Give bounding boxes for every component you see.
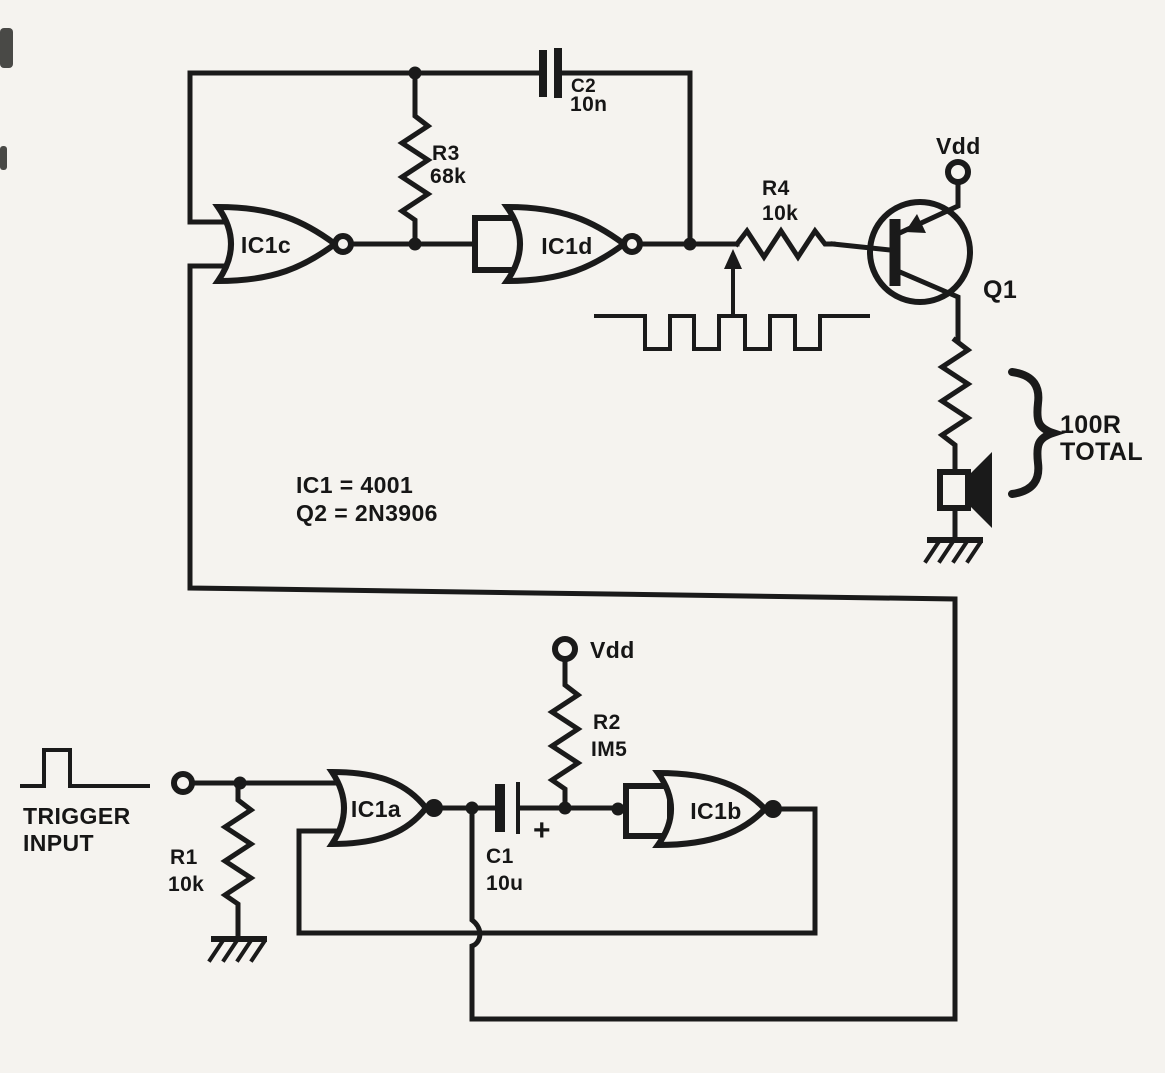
resistor-r4: R4 10k <box>733 177 836 262</box>
note-line1: IC1 = 4001 <box>296 472 413 498</box>
capacitor-c2: C2 10n <box>539 48 693 247</box>
label-gate-ic1d: IC1d <box>541 233 592 259</box>
vdd-terminal-bottom: Vdd <box>552 636 635 663</box>
scan-artifact <box>0 28 13 68</box>
squarewave-annotation <box>594 249 870 351</box>
label-100r: 100R <box>1060 411 1121 439</box>
label-c2-value: 10n <box>570 93 607 116</box>
label-r1-ref: R1 <box>170 846 198 869</box>
junction-dot <box>408 66 422 80</box>
tied-input-block <box>623 783 673 839</box>
label-input: INPUT <box>23 830 94 856</box>
resistor-zigzag <box>220 780 256 941</box>
label-trigger: TRIGGER <box>23 803 131 829</box>
label-r2-ref: R2 <box>593 711 621 734</box>
nor-gate-ic1b: IC1b <box>623 769 782 849</box>
resistor-r1: R1 10k <box>168 780 256 941</box>
junction-dot <box>683 237 697 251</box>
wire-base <box>830 241 893 253</box>
terminal-circle-icon <box>552 636 578 662</box>
nor-gate-ic1d: IC1d <box>472 203 643 285</box>
ground-symbol-icon <box>207 936 267 963</box>
label-c1-plus: + <box>533 814 551 847</box>
ground-hatch <box>207 939 267 963</box>
label-gate-ic1b: IC1b <box>690 798 741 824</box>
speaker-icon <box>937 452 992 542</box>
label-r1-value: 10k <box>168 873 204 896</box>
label-r2-value: IM5 <box>591 738 627 761</box>
resistor-r2: R2 IM5 <box>547 656 627 811</box>
terminal-circle-icon <box>945 159 971 185</box>
label-r4-value: 10k <box>762 202 798 225</box>
nor-gate-ic1a: IC1a <box>326 768 443 848</box>
wire-collector <box>889 265 961 343</box>
inverter-bubble-icon <box>425 799 443 817</box>
trigger-input-annotation: TRIGGER INPUT <box>20 748 150 856</box>
label-q1: Q1 <box>983 276 1017 304</box>
label-r3-value: 68k <box>430 165 466 188</box>
junction-dot <box>408 237 422 251</box>
resistor-r3: R3 68k <box>397 70 466 247</box>
ground-symbol-icon <box>923 537 983 564</box>
capacitor-c1: + C1 10u <box>486 782 551 895</box>
note-line2: Q2 = 2N3906 <box>296 500 438 526</box>
gate-body <box>212 203 341 285</box>
label-total: TOTAL <box>1060 438 1143 466</box>
label-r4-ref: R4 <box>762 177 790 200</box>
arrow-up-icon <box>724 249 742 269</box>
inverter-bubble-icon <box>764 800 782 818</box>
transistor-body <box>867 199 973 305</box>
total-resistance-note: 100R TOTAL <box>1008 368 1143 498</box>
trigger-terminal-icon <box>171 771 195 795</box>
speaker-frame <box>937 469 971 511</box>
gate-body <box>652 769 770 849</box>
label-c1-ref: C1 <box>486 845 514 868</box>
gate-body <box>501 203 630 285</box>
label-gate-ic1a: IC1a <box>351 796 401 822</box>
pnp-arrow-icon <box>905 214 926 233</box>
wire-top-feedback-rail <box>187 70 541 224</box>
label-c2-ref: C2 <box>571 76 596 97</box>
wire-latch-feedback <box>296 806 818 936</box>
nor-gate-ic1c: IC1c <box>212 203 354 285</box>
ground-hatch <box>923 540 983 564</box>
square-wave-burst-icon <box>594 314 870 351</box>
speaker-cone <box>968 452 992 528</box>
wire-c2-to-ic1d-output <box>558 70 693 247</box>
trigger-pulse-icon <box>20 748 150 788</box>
label-gate-ic1c: IC1c <box>241 232 291 258</box>
label-vdd-bottom: Vdd <box>590 637 635 663</box>
label-c1-value: 10u <box>486 872 523 895</box>
scan-artifact <box>0 146 7 170</box>
wire-gating-loop <box>187 263 958 1022</box>
resistor-zigzag <box>937 336 973 475</box>
resistor-zigzag <box>547 656 583 811</box>
resistor-zigzag <box>397 70 433 247</box>
resistor-zigzag <box>733 226 836 262</box>
wire-emitter <box>889 180 961 240</box>
parts-note: IC1 = 4001 Q2 = 2N3906 <box>296 472 438 526</box>
brace-icon <box>1008 368 1066 498</box>
label-r3-ref: R3 <box>432 142 460 165</box>
label-vdd-top: Vdd <box>936 133 981 159</box>
vdd-terminal-top: Vdd <box>936 133 981 185</box>
junction-dot <box>611 802 625 816</box>
gate-body <box>326 768 430 848</box>
junction-dot <box>465 801 479 815</box>
resistor-speaker-series <box>937 336 973 475</box>
transistor-q1: Q1 <box>830 180 1017 343</box>
